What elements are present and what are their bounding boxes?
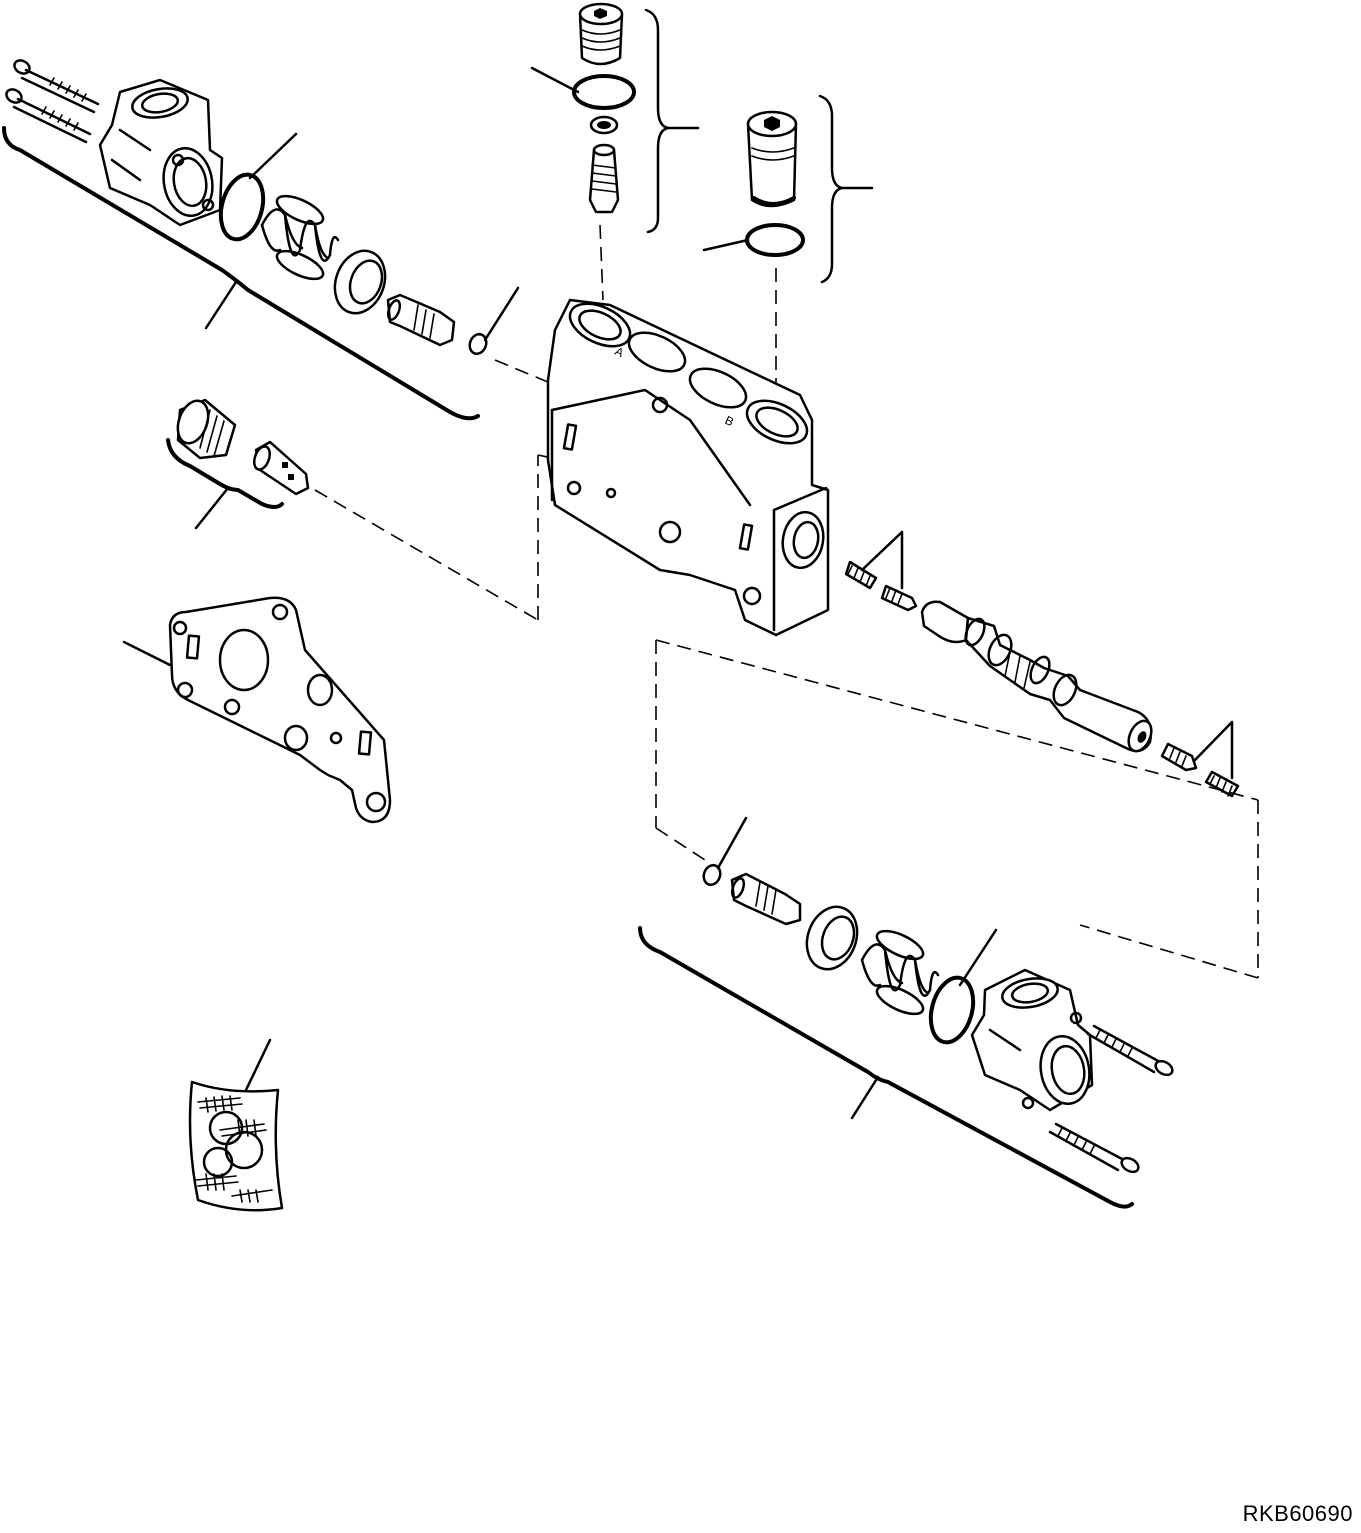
assembly-centerlines bbox=[314, 224, 1259, 979]
spring-small-4 bbox=[1204, 770, 1240, 798]
plug-right bbox=[746, 110, 798, 208]
spool bbox=[920, 600, 1153, 753]
leader-lines bbox=[122, 66, 1234, 1092]
group-brace-right bbox=[818, 94, 874, 284]
poppet-top bbox=[588, 143, 620, 214]
small-o-ring-upper bbox=[468, 332, 488, 356]
o-ring-top bbox=[572, 74, 636, 110]
cap-screw-lower-1 bbox=[1086, 1024, 1174, 1077]
valve-body: A B bbox=[546, 298, 830, 637]
spring-small-2 bbox=[880, 584, 918, 612]
seat-ring-top bbox=[589, 115, 619, 135]
spring-seat-upper-left bbox=[333, 249, 387, 315]
seal-kit-bag bbox=[188, 1080, 284, 1212]
spring-upper-left bbox=[260, 194, 340, 281]
o-ring-upper-left bbox=[218, 172, 266, 242]
gasket-plate bbox=[168, 596, 392, 824]
o-ring-lower-right bbox=[928, 975, 976, 1045]
cap-screw-lower-2 bbox=[1048, 1122, 1140, 1174]
cap-screw-upper-1 bbox=[13, 59, 100, 114]
group-brace-top bbox=[644, 8, 700, 234]
spring-small-3 bbox=[1160, 742, 1198, 772]
cap-screw-upper-2 bbox=[5, 88, 92, 144]
check-valve-side bbox=[252, 440, 310, 496]
plug-top bbox=[578, 2, 624, 66]
stopper-lower-right bbox=[730, 872, 802, 926]
o-ring-right bbox=[745, 223, 805, 257]
spring-cover-lower bbox=[970, 968, 1094, 1112]
spring-lower-right bbox=[860, 929, 940, 1016]
spring-seat-lower-right bbox=[805, 905, 859, 971]
stopper-upper-left bbox=[386, 293, 456, 347]
small-o-ring-lower bbox=[702, 863, 722, 887]
spring-small-1 bbox=[844, 560, 878, 590]
group-bracket-lower-right bbox=[638, 926, 1134, 1209]
drawing-code: RKB60690 bbox=[1242, 1501, 1353, 1526]
group-bracket-upper-left bbox=[2, 126, 480, 421]
spring-cover-upper bbox=[98, 78, 224, 227]
plug-side bbox=[176, 398, 237, 460]
group-bracket-middle-left bbox=[166, 438, 284, 530]
